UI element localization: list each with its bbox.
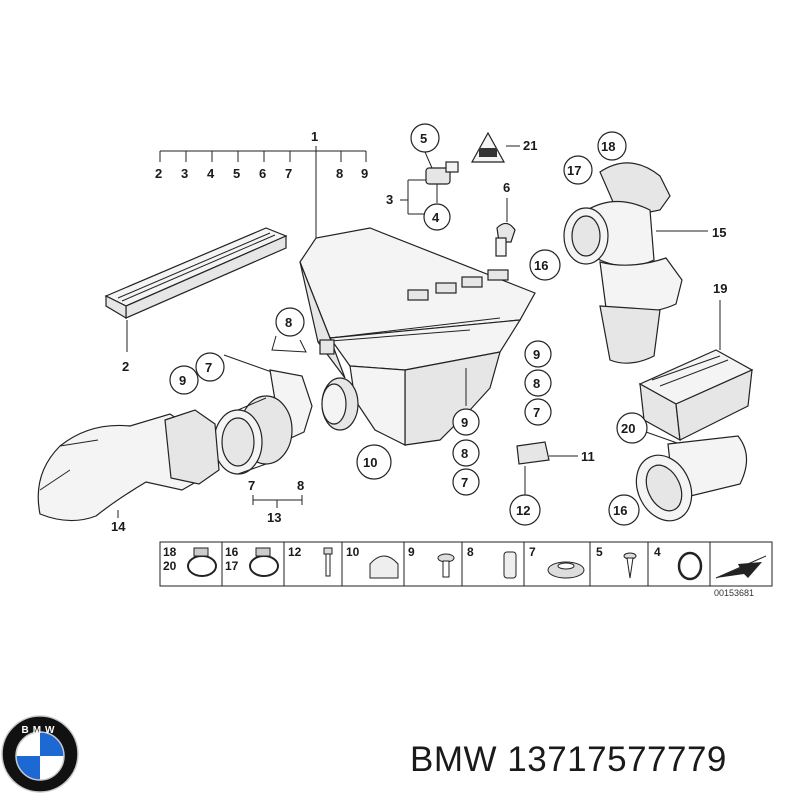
legend-label-7: 7 [529,545,536,559]
brand-name: BMW [410,740,498,779]
legend-label-20: 20 [163,559,177,573]
callout-2-filter: 2 [122,359,129,374]
legend-label-12: 12 [288,545,302,559]
callout-14: 14 [111,519,126,534]
air-filter-housing [299,227,536,446]
part-number: 13717577779 [507,740,727,779]
intake-snorkel: 14 [37,409,220,534]
callout-2: 2 [155,166,162,181]
rubber-cap-icon [369,555,399,579]
callout-7-right: 7 [533,405,540,420]
reference-code: 00153681 [714,588,754,598]
grommet-icon [547,561,585,579]
clip-part: 6 [495,180,516,257]
callout-5-sensor: 5 [420,131,427,146]
callout-3: 3 [181,166,188,181]
callout-19: 19 [713,281,727,296]
callout-16-top: 16 [534,258,548,273]
warning-label-group: 21 [470,131,537,163]
callout-18: 18 [601,139,615,154]
callout-3-sensor: 3 [386,192,393,207]
callout-1: 1 [311,129,318,144]
callout-7-maf: 7 [205,360,212,375]
callout-5: 5 [233,166,240,181]
bmw-roundel-icon: BMW [1,715,79,793]
legend-label-5: 5 [596,545,603,559]
callout-9: 9 [361,166,368,181]
legend-label-4: 4 [654,545,661,559]
label-bracket-1: 1 2 3 4 5 6 7 8 9 [155,129,368,240]
callout-6: 6 [259,166,266,181]
sleeve-icon [503,551,517,579]
legend-label-17: 17 [225,559,239,573]
callout-6-clip: 6 [503,180,510,195]
callout-9-center: 9 [461,415,468,430]
callout-7: 7 [285,166,292,181]
parts-legend: 18 20 16 17 12 10 9 8 7 [159,541,773,598]
hose-clamp-small-icon [249,547,279,577]
callout-9-maf: 9 [179,373,186,388]
roundel-letters: BMW [22,725,59,736]
intake-boot: 18 17 15 16 [529,131,726,364]
callout-13: 13 [267,510,281,525]
hose-clamp-large-icon [187,547,217,577]
callout-7-center: 7 [461,475,468,490]
warning-triangle-icon [470,131,506,163]
callout-21: 21 [523,138,537,153]
mounting-callouts-center: 9 8 7 10 [356,408,480,496]
callout-7-lower: 7 [248,478,255,493]
o-ring-icon [677,551,703,581]
callout-8-lower: 8 [297,478,304,493]
legend-label-16: 16 [225,545,239,559]
callout-12: 12 [516,503,530,518]
legend-label-18: 18 [163,545,177,559]
resonator-duct: 19 20 16 [608,281,754,526]
callout-4-sensor: 4 [432,210,440,225]
screw-icon [437,553,455,578]
callout-10: 10 [363,455,377,470]
callout-8: 8 [336,166,343,181]
callout-11: 11 [581,449,595,464]
callout-8-maf: 8 [285,315,292,330]
callout-16-bottom: 16 [613,503,627,518]
direction-arrow-icon [715,555,767,579]
expanding-rivet-icon [323,547,333,577]
mounting-callouts-right: 9 8 7 11 12 [509,340,595,526]
callout-15: 15 [712,225,726,240]
legend-label-8: 8 [467,545,474,559]
brand-part-number: BMW 13717577779 [410,740,727,780]
air-mass-meter: 8 7 9 7 8 13 [169,307,313,525]
callout-4: 4 [207,166,215,181]
sensor-group: 5 4 3 [386,123,459,231]
callout-17: 17 [567,163,581,178]
callout-8-center: 8 [461,446,468,461]
air-filter-element: 2 [104,227,288,374]
tapping-screw-icon [623,552,637,579]
callout-8-right: 8 [533,376,540,391]
callout-20: 20 [621,421,635,436]
callout-9-right: 9 [533,347,540,362]
legend-label-10: 10 [346,545,360,559]
legend-label-9: 9 [408,545,415,559]
